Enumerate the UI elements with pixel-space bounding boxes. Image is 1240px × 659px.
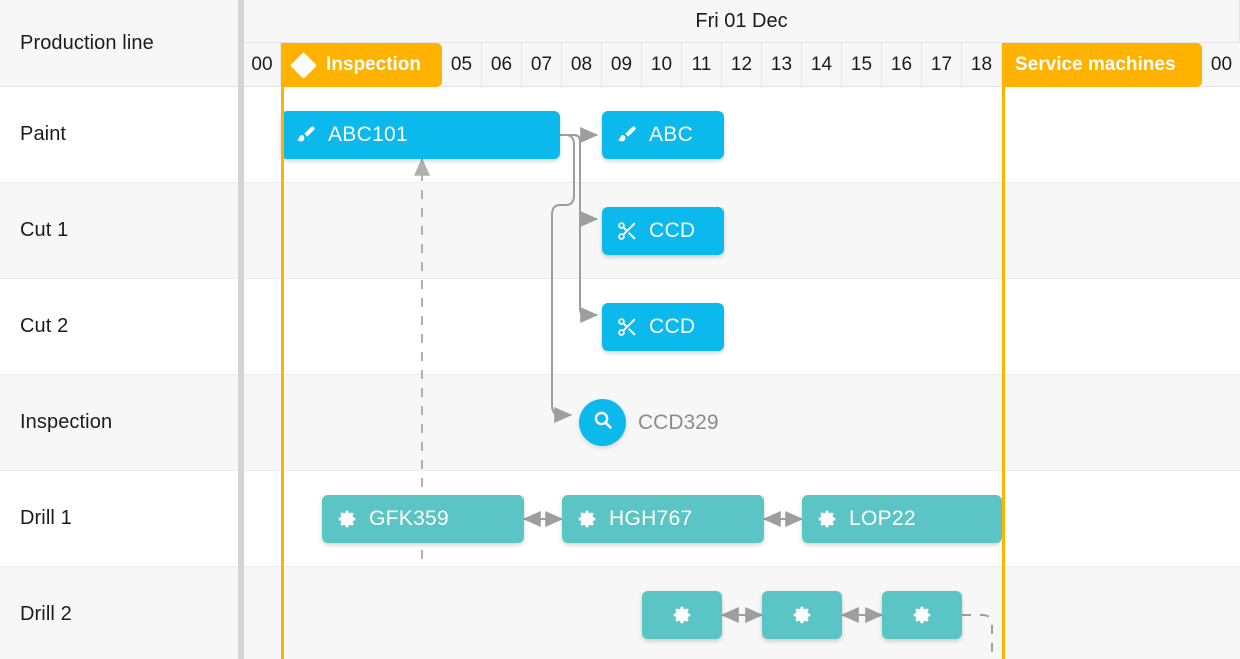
grid-row-inspection[interactable] [244, 375, 1240, 471]
hour-label: 09 [610, 53, 633, 75]
task-bar-abc101[interactable]: ABC101 [281, 111, 560, 159]
task-label: ABC [649, 123, 694, 146]
hour-label: 07 [530, 53, 553, 75]
timeline-grid: ABC101 ABC [244, 87, 1240, 659]
hour-cell-00a[interactable]: 00 [244, 43, 281, 87]
magnifier-icon [591, 408, 615, 437]
row-label-text: Cut 1 [20, 219, 69, 241]
gear-icon [911, 604, 933, 626]
production-line-header: Production line [0, 0, 238, 87]
task-label: CCD [649, 219, 696, 242]
hour-label: 00 [1210, 53, 1233, 75]
paintbrush-icon [295, 124, 317, 146]
hour-cell-08[interactable]: 08 [562, 43, 602, 87]
hour-cell-11[interactable]: 11 [682, 43, 722, 87]
hour-label: 14 [810, 53, 833, 75]
hour-cell-10[interactable]: 10 [642, 43, 682, 87]
timeline-area: Fri 01 Dec 00 05 06 07 08 09 10 11 12 13… [244, 0, 1240, 659]
gear-icon [816, 508, 838, 530]
hour-cell-18[interactable]: 18 [962, 43, 1002, 87]
gear-icon [336, 508, 358, 530]
service-machines-marker[interactable]: Service machines [1002, 43, 1202, 87]
grid-row-cut-2[interactable] [244, 279, 1240, 375]
hour-cell-12[interactable]: 12 [722, 43, 762, 87]
hour-label: 05 [450, 53, 473, 75]
task-bar-abc[interactable]: ABC [602, 111, 724, 159]
service-machines-marker-line [1002, 43, 1005, 659]
task-label: GFK359 [369, 507, 450, 530]
hour-label: 15 [850, 53, 873, 75]
row-label-drill-2[interactable]: Drill 2 [0, 567, 238, 659]
day-header-label: Fri 01 Dec [695, 9, 788, 32]
hour-cell-07[interactable]: 07 [522, 43, 562, 87]
row-label-text: Drill 2 [20, 603, 72, 625]
hour-label: 06 [490, 53, 513, 75]
hour-label: 16 [890, 53, 913, 75]
day-header: Fri 01 Dec [244, 0, 1240, 43]
inspection-marker[interactable]: Inspection [281, 43, 442, 87]
task-label: ABC101 [328, 123, 409, 146]
scissors-icon [616, 220, 638, 242]
row-label-inspection[interactable]: Inspection [0, 375, 238, 471]
task-label: LOP22 [849, 507, 916, 530]
task-bar-drill2-1[interactable] [642, 591, 722, 639]
column-splitter-handle[interactable] [238, 0, 244, 659]
hour-cell-16[interactable]: 16 [882, 43, 922, 87]
inspection-marker-line [281, 43, 284, 659]
hour-label: 12 [730, 53, 753, 75]
row-label-text: Inspection [20, 411, 113, 433]
gear-icon [576, 508, 598, 530]
hour-label: 11 [691, 53, 712, 75]
hour-cell-14[interactable]: 14 [802, 43, 842, 87]
hour-label: 18 [970, 53, 993, 75]
task-label: HGH767 [609, 507, 693, 530]
hour-label: 13 [770, 53, 793, 75]
service-machines-marker-label: Service machines [1015, 54, 1176, 75]
row-label-paint[interactable]: Paint [0, 87, 238, 183]
milestone-ccd329[interactable] [579, 399, 626, 446]
row-label-text: Drill 1 [20, 507, 72, 529]
task-bar-drill2-2[interactable] [762, 591, 842, 639]
task-label: CCD [649, 315, 696, 338]
task-bar-gfk359[interactable]: GFK359 [322, 495, 524, 543]
diamond-icon [290, 51, 317, 79]
hour-cell-17[interactable]: 17 [922, 43, 962, 87]
hour-label: 00 [251, 53, 273, 75]
hour-cell-06[interactable]: 06 [482, 43, 522, 87]
milestone-label-ccd329: CCD329 [638, 411, 719, 434]
hour-cell-15[interactable]: 15 [842, 43, 882, 87]
hour-header-row: 00 05 06 07 08 09 10 11 12 13 14 15 16 1… [244, 43, 1240, 87]
row-label-text: Paint [20, 123, 67, 145]
row-label-text: Cut 2 [20, 315, 69, 337]
hour-label: 10 [650, 53, 673, 75]
gear-icon [671, 604, 693, 626]
hour-cell-00b[interactable]: 00 [1202, 43, 1240, 87]
hour-label: 08 [570, 53, 593, 75]
inspection-marker-label: Inspection [326, 54, 422, 75]
row-label-cut-2[interactable]: Cut 2 [0, 279, 238, 375]
task-bar-lop22[interactable]: LOP22 [802, 495, 1002, 543]
task-bar-ccd-cut1[interactable]: CCD [602, 207, 724, 255]
paintbrush-icon [616, 124, 638, 146]
grid-row-cut-1[interactable] [244, 183, 1240, 279]
hour-label: 17 [930, 53, 953, 75]
production-line-column: Production line Paint Cut 1 Cut 2 Inspec… [0, 0, 238, 659]
row-label-cut-1[interactable]: Cut 1 [0, 183, 238, 279]
hour-cell-09[interactable]: 09 [602, 43, 642, 87]
task-bar-hgh767[interactable]: HGH767 [562, 495, 764, 543]
task-bar-ccd-cut2[interactable]: CCD [602, 303, 724, 351]
grid-row-drill-2[interactable] [244, 567, 1240, 659]
task-bar-drill2-3[interactable] [882, 591, 962, 639]
scissors-icon [616, 316, 638, 338]
gear-icon [791, 604, 813, 626]
row-label-drill-1[interactable]: Drill 1 [0, 471, 238, 567]
hour-cell-13[interactable]: 13 [762, 43, 802, 87]
production-line-header-label: Production line [20, 31, 154, 54]
hour-cell-05[interactable]: 05 [442, 43, 482, 87]
